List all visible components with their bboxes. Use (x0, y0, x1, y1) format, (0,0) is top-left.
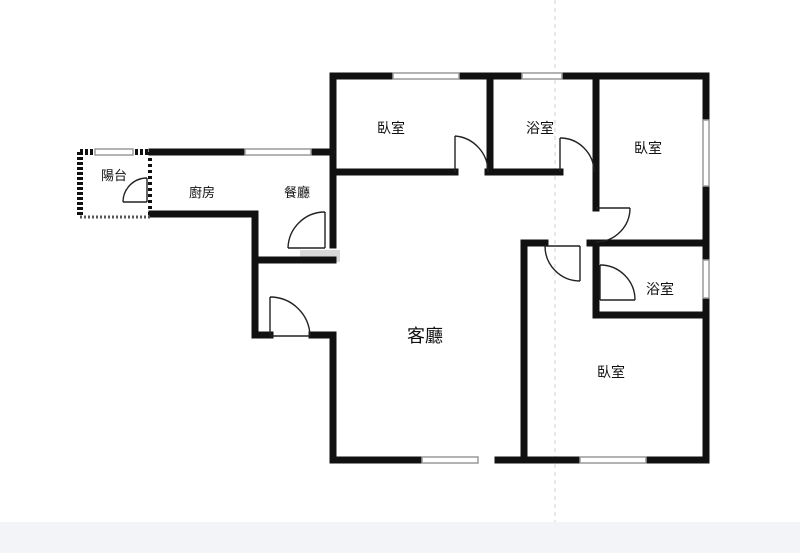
label-bath-right: 浴室 (646, 281, 674, 298)
walls (148, 72, 710, 464)
label-bedroom-right: 臥室 (634, 140, 662, 157)
doors (122, 135, 636, 337)
label-dining: 餐廳 (284, 185, 310, 201)
bottom-band (0, 522, 800, 553)
label-balcony: 陽台 (101, 169, 127, 184)
label-kitchen: 廚房 (189, 185, 215, 201)
balcony-walls (77, 149, 152, 219)
label-living: 客廳 (407, 326, 443, 347)
windows (94, 72, 710, 464)
label-bedroom-top: 臥室 (377, 120, 405, 137)
label-bedroom-bottom: 臥室 (597, 364, 625, 381)
label-bath-top: 浴室 (526, 120, 554, 137)
